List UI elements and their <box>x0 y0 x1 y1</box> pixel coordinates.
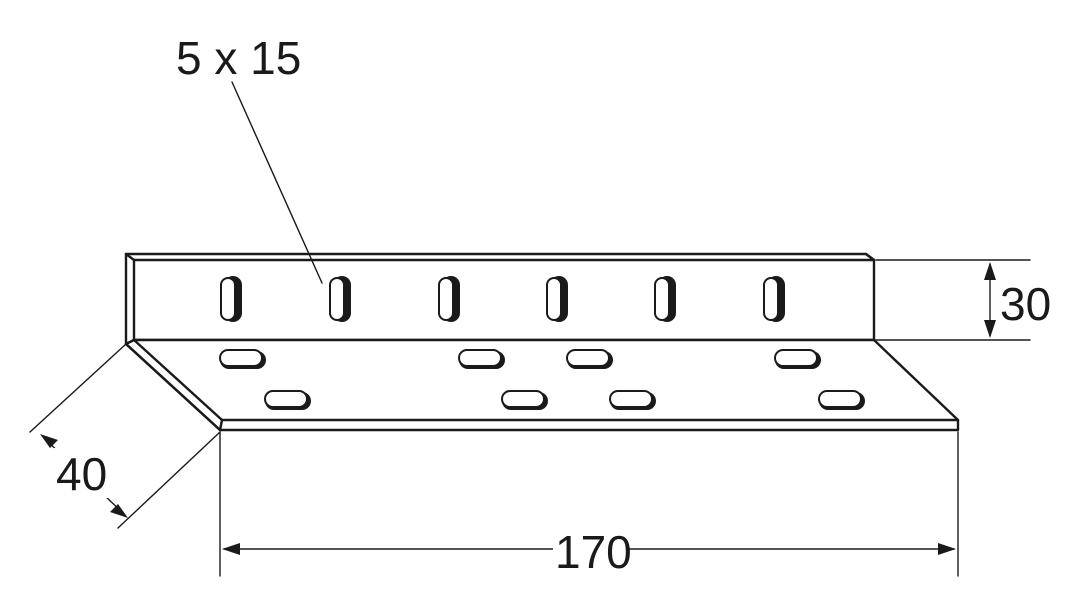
arrowhead <box>984 320 996 338</box>
vertical-slot <box>654 276 676 322</box>
horizontal-slot <box>566 349 613 369</box>
slot-size-callout: 5 x 15 <box>176 32 323 284</box>
vertical-slots <box>220 276 785 322</box>
length-label: 170 <box>555 526 632 578</box>
vertical-slot <box>220 276 242 322</box>
vertical-slot <box>329 276 351 322</box>
horizontal-slot <box>818 390 865 410</box>
height-label: 30 <box>1000 278 1051 330</box>
horizontal-slots <box>219 349 865 410</box>
arrowhead <box>110 504 128 518</box>
vertical-slot <box>763 276 785 322</box>
arrowhead <box>40 434 58 448</box>
vertical-slot <box>438 276 460 322</box>
extension-line <box>117 431 221 529</box>
horizontal-slot <box>219 349 266 369</box>
depth-label: 40 <box>56 448 107 500</box>
horizontal-flange <box>124 338 960 432</box>
horizontal-slot <box>501 390 548 410</box>
extension-line <box>29 343 127 433</box>
horizontal-slot <box>774 349 821 369</box>
horizontal-slot <box>609 390 656 410</box>
arrowhead <box>938 543 956 555</box>
depth-dimension: 40 <box>29 343 221 529</box>
height-dimension: 30 <box>875 259 1051 341</box>
length-dimension: 170 <box>219 431 959 578</box>
arrowhead <box>984 262 996 280</box>
horizontal-slot <box>264 390 311 410</box>
vertical-slot <box>546 276 568 322</box>
slot-size-label: 5 x 15 <box>176 32 301 84</box>
leader-line <box>231 81 323 284</box>
arrowhead <box>222 543 240 555</box>
horizontal-slot <box>458 349 505 369</box>
